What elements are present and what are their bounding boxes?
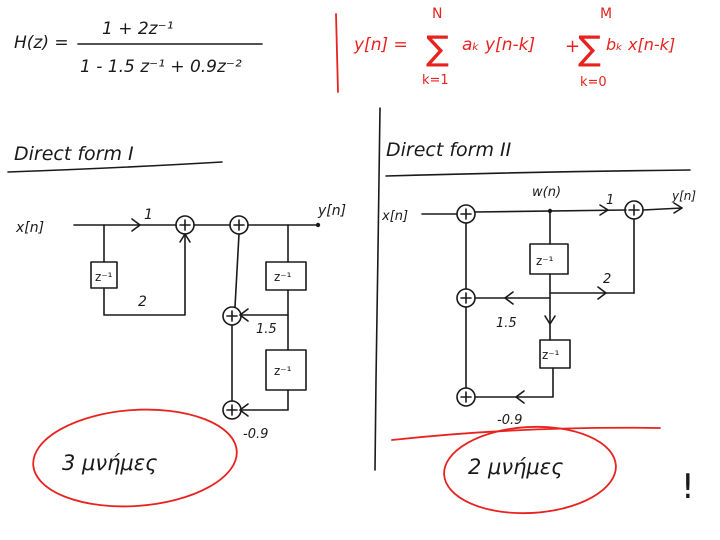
- df2-gain-a2: -0.9: [497, 413, 522, 428]
- df2-gain-b1: 2: [603, 272, 611, 287]
- df2-gain-b0: 1: [606, 193, 614, 208]
- df2-output-arrow: [673, 202, 683, 214]
- df1-gain-b1: 2: [138, 294, 147, 310]
- df1-adder-1-plus: [179, 219, 191, 231]
- df2-delay-1: [529, 243, 569, 275]
- df2-adder-3-plus: [460, 292, 472, 304]
- df2-state-label: w(n): [532, 185, 561, 200]
- df2-red-underline: [391, 426, 661, 441]
- h-numerator: 1 + 2z⁻¹: [102, 19, 173, 39]
- df1-delay-ff-label: z⁻¹: [95, 270, 113, 284]
- transfer-function: H(z) = 1 + 2z⁻¹ 1 - 1.5 z⁻¹ + 0.9z⁻²: [14, 19, 263, 77]
- df1-fb2-arrow: [239, 403, 249, 417]
- df1-delay-fb-2-label: z⁻¹: [274, 364, 292, 378]
- sum1-sigma: ∑: [426, 29, 449, 69]
- df1-sum-chain-2: [234, 233, 240, 308]
- df1-fb1-path: [239, 289, 289, 316]
- df2-fb2-path: [474, 367, 554, 398]
- df1-memory-circle: [32, 408, 238, 508]
- sum2-term: bₖ x[n-k]: [606, 35, 675, 54]
- df1-fb2-path: [239, 389, 289, 411]
- df1-adder-2-plus: [233, 219, 245, 231]
- df2-adder-2-plus: [628, 204, 640, 216]
- vertical-divider: [374, 107, 381, 471]
- df2-memory-circle: [443, 425, 617, 515]
- sum1-top: N: [432, 6, 442, 22]
- df2-delay-2-label: z⁻¹: [542, 348, 560, 362]
- df2-memory-note: 2 μνήμες: [468, 455, 563, 479]
- df2-output-label: y[n]: [671, 189, 696, 203]
- direct-form-2: Direct form II x[n] w(n) 1 y[n] z⁻¹ 2 1.…: [381, 139, 696, 515]
- df2-fb2-arrow: [515, 390, 525, 404]
- df1-input-label: x[n]: [15, 220, 44, 236]
- df1-adder-4-plus: [226, 404, 238, 416]
- h-denominator: 1 - 1.5 z⁻¹ + 0.9z⁻²: [80, 57, 242, 77]
- df2-title-underline: [385, 169, 691, 177]
- df1-gain-a1: 1.5: [256, 322, 277, 337]
- df2-input-label: x[n]: [381, 209, 408, 224]
- sum2-bottom: k=0: [580, 75, 607, 90]
- df1-title-underline: [7, 161, 223, 173]
- df2-gain-a1: 1.5: [496, 316, 517, 331]
- df2-adder-4-plus: [460, 391, 472, 403]
- df1-adder-3-plus: [226, 310, 238, 322]
- sum1-term: aₖ y[n-k]: [462, 35, 535, 55]
- df1-delay-fb-2: [265, 349, 307, 391]
- sum2-sigma: ∑: [578, 29, 601, 69]
- df2-delay-1-label: z⁻¹: [536, 254, 554, 268]
- df2-output-line: [642, 207, 683, 211]
- df1-gain-b0: 1: [144, 207, 153, 223]
- df1-fb1-arrow: [239, 308, 249, 322]
- difference-equation: y[n] = N ∑ k=1 aₖ y[n-k] + M ∑ k=0 bₖ x[…: [353, 6, 675, 90]
- df2-chain-arrow: [544, 315, 556, 325]
- sum2-top: M: [600, 6, 612, 22]
- df1-delay-fb-1-label: z⁻¹: [274, 270, 292, 284]
- df1-gain-a2: -0.9: [243, 427, 268, 442]
- df2-delay-2: [539, 339, 571, 369]
- diff-eq-lhs: y[n] =: [353, 35, 408, 55]
- df2-fb1-arrow: [504, 291, 514, 305]
- df1-title: Direct form I: [14, 143, 134, 165]
- plus-sign: +: [565, 36, 580, 57]
- sum1-bottom: k=1: [422, 73, 449, 88]
- df1-memory-note: 3 μνήμες: [62, 451, 157, 475]
- df2-ff-arrow: [597, 286, 607, 300]
- df1-delay-fb-1: [265, 261, 307, 291]
- direct-form-1: Direct form I x[n] 1 y[n] z⁻¹ 2 z⁻¹ 1.5 …: [7, 143, 346, 508]
- df2-arrow-b0: [599, 204, 609, 216]
- df1-ff-arrow: [179, 233, 191, 243]
- df1-arrow-b0: [131, 218, 141, 232]
- h-lhs: H(z) =: [14, 33, 69, 53]
- separator-line: [335, 13, 339, 93]
- df1-ff-path: [103, 233, 186, 316]
- df1-output-node: [315, 222, 321, 228]
- df2-adder-1-plus: [460, 208, 472, 220]
- df2-title: Direct form II: [386, 139, 512, 161]
- df2-exclamation: !: [681, 467, 695, 507]
- df1-output-label: y[n]: [317, 203, 346, 219]
